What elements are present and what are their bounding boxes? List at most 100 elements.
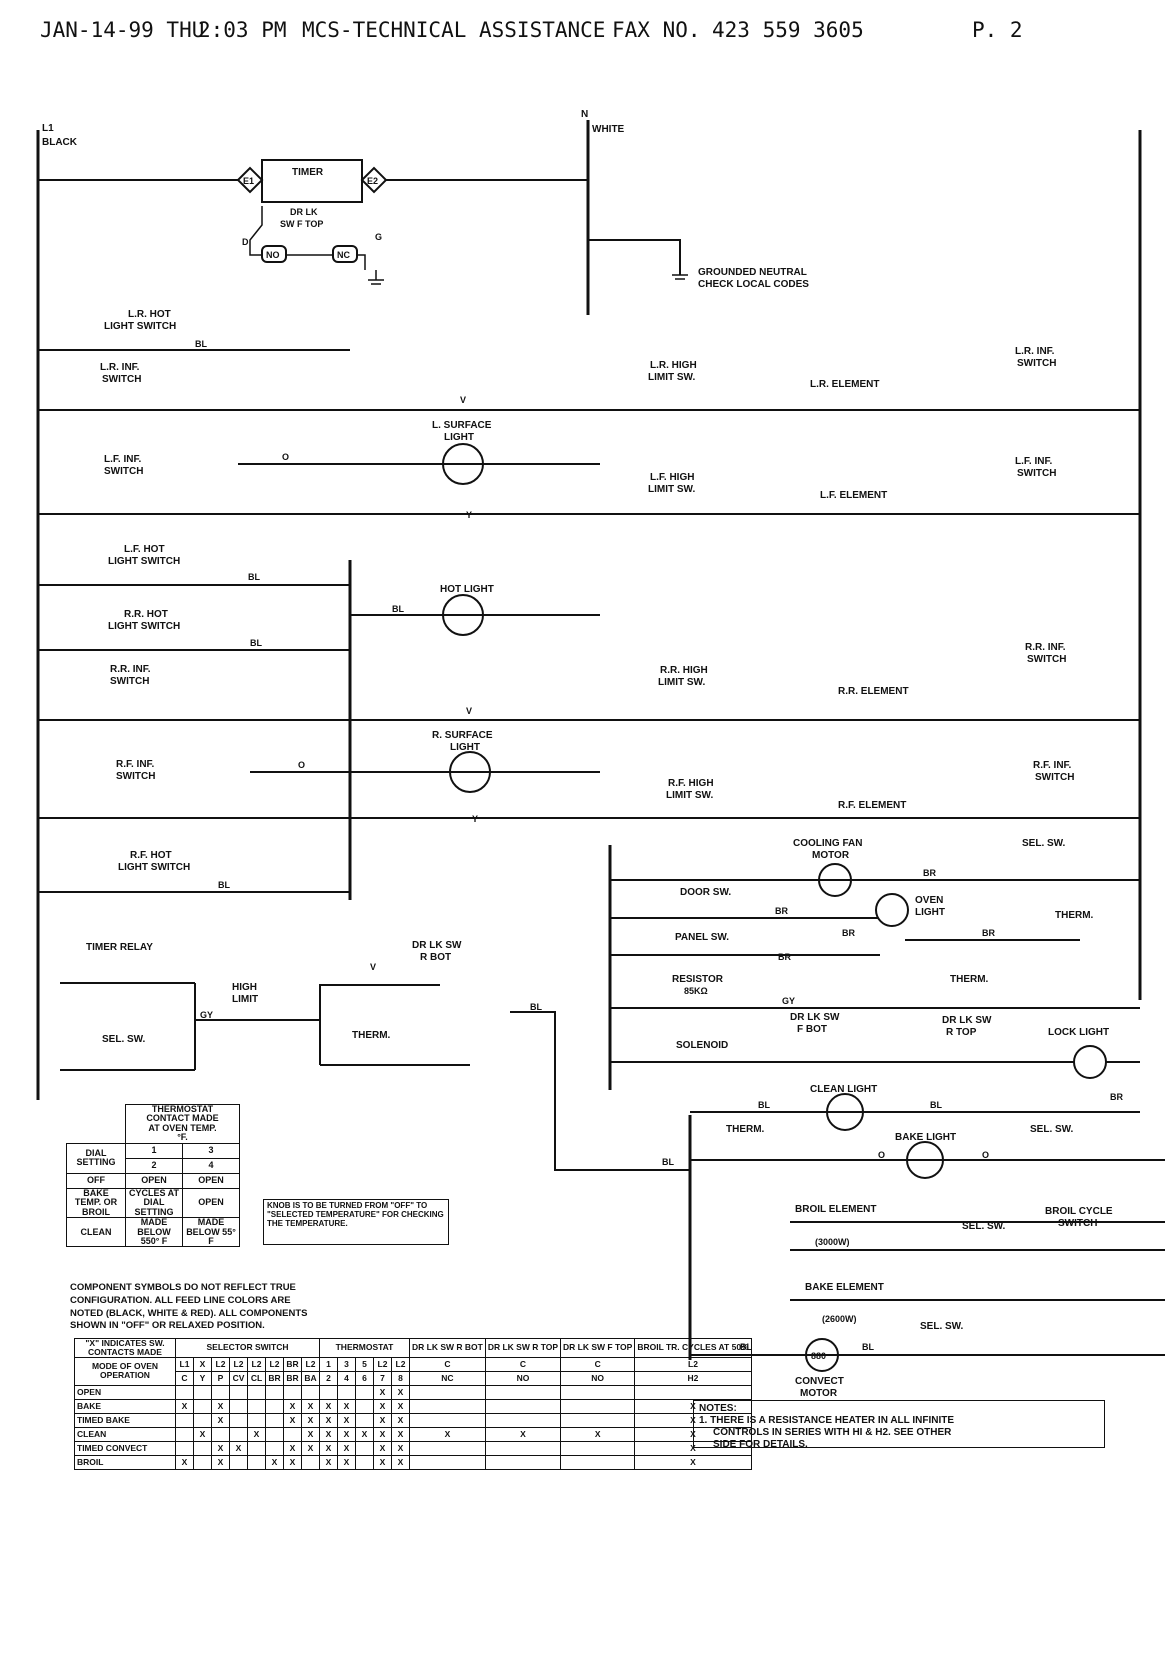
br-1: BR: [923, 868, 936, 878]
sel-bot: P: [211, 1370, 230, 1386]
bl-3: BL: [392, 604, 404, 614]
x-mark: X: [337, 1426, 356, 1442]
panel-sw-label: PANEL SW.: [675, 932, 729, 943]
x-mark: X: [193, 1426, 212, 1442]
mode-name: TIMED BAKE: [74, 1412, 176, 1428]
lf-element: L.F. ELEMENT: [820, 490, 887, 501]
broil-cycle-1: BROIL CYCLE: [1045, 1206, 1113, 1217]
x-mark: X: [175, 1398, 194, 1414]
x-mark: X: [391, 1384, 410, 1400]
sel-top: X: [193, 1356, 212, 1372]
drlk-rbot-header: DR LK SW R BOT: [409, 1338, 486, 1358]
x-mark: X: [391, 1412, 410, 1428]
sel-sw-bake-el: SEL. SW.: [920, 1321, 964, 1332]
selector-header: SELECTOR SWITCH: [175, 1338, 320, 1358]
high-limit-2: LIMIT: [232, 994, 258, 1005]
th-top: L2: [373, 1356, 392, 1372]
resistor-val: 85KΩ: [684, 986, 708, 996]
lr-hot-label-2: LIGHT SWITCH: [104, 321, 176, 332]
notes-title: NOTES:: [699, 1403, 737, 1414]
drk-top: C: [409, 1356, 486, 1372]
x-mark: X: [373, 1426, 392, 1442]
dr-lk-r-bot-1: DR LK SW: [412, 940, 462, 951]
th-top: 3: [337, 1356, 356, 1372]
x-mark: X: [319, 1426, 338, 1442]
ground-note-2: CHECK LOCAL CODES: [698, 279, 809, 290]
th-bot: 4: [337, 1370, 356, 1386]
lf-high-2: LIMIT SW.: [648, 484, 695, 495]
dr-lk-r-top-1: DR LK SW: [942, 1015, 992, 1026]
notes-line: 1. THERE IS A RESISTANCE HEATER IN ALL I…: [699, 1415, 955, 1426]
br-2: BR: [775, 906, 788, 916]
x-mark: X: [373, 1454, 392, 1470]
sel-sw-broil: SEL. SW.: [962, 1221, 1006, 1232]
nc-terminal: [332, 245, 358, 263]
n-color: WHITE: [592, 124, 625, 135]
v-3: V: [370, 962, 376, 972]
rr-hot-label-1: R.R. HOT: [124, 609, 168, 620]
thermostat-header: THERMOSTAT: [319, 1338, 410, 1358]
sel-bot: Y: [193, 1370, 212, 1386]
oven-light: [875, 893, 909, 927]
bl-6: BL: [530, 1002, 542, 1012]
rr-element: R.R. ELEMENT: [838, 686, 909, 697]
th-bot: 2: [319, 1370, 338, 1386]
bl-2: BL: [248, 572, 260, 582]
therm-label-4: THERM.: [726, 1124, 765, 1135]
drk-bot: H2: [634, 1370, 752, 1386]
bake-light-label: BAKE LIGHT: [895, 1132, 956, 1143]
x-mark: X: [409, 1426, 486, 1442]
drlk-rtop-header: DR LK SW R TOP: [484, 1338, 562, 1358]
e1-label: E1: [243, 176, 254, 186]
notes-box: NOTES: 1. THERE IS A RESISTANCE HEATER I…: [693, 1400, 1105, 1450]
sel-sw-bake: SEL. SW.: [1030, 1124, 1074, 1135]
door-sw-label: DOOR SW.: [680, 887, 731, 898]
x-mark: X: [319, 1454, 338, 1470]
therm-label-3: THERM.: [950, 974, 989, 985]
notes-line: CONTROLS IN SERIES WITH HI & H2. SEE OTH…: [713, 1427, 952, 1438]
sel-top: L2: [247, 1356, 266, 1372]
x-mark: X: [265, 1454, 284, 1470]
x-mark: X: [229, 1440, 248, 1456]
lock-light-label: LOCK LIGHT: [1048, 1027, 1109, 1038]
x-mark: X: [283, 1440, 302, 1456]
x-mark: X: [301, 1398, 320, 1414]
lock-light: [1073, 1045, 1107, 1079]
dr-lk-r-top-2: R TOP: [946, 1027, 977, 1038]
x-mark: X: [319, 1412, 338, 1428]
mode-name: OPEN: [74, 1384, 176, 1400]
sel-top: BR: [283, 1356, 302, 1372]
fax-number: 423 559 3605: [712, 18, 864, 42]
thermostat-note: KNOB IS TO BE TURNED FROM "OFF" TO "SELE…: [263, 1199, 449, 1245]
lr-element: L.R. ELEMENT: [810, 379, 879, 390]
contact-2: 2: [125, 1157, 183, 1174]
broil-cycle-header: BROIL TR. CYCLES AT 50%: [634, 1338, 752, 1358]
x-mark: X: [337, 1454, 356, 1470]
x-mark: X: [211, 1454, 230, 1470]
component-note-line: COMPONENT SYMBOLS DO NOT REFLECT TRUE: [70, 1282, 296, 1293]
thermo-header-4: °F.: [177, 1132, 188, 1143]
high-limit-1: HIGH: [232, 982, 257, 993]
sel-bot: CV: [229, 1370, 248, 1386]
gy-2: GY: [782, 996, 795, 1006]
notes-line: SIDE FOR DETAILS.: [713, 1439, 808, 1450]
x-mark: X: [283, 1398, 302, 1414]
contact-4: 4: [182, 1157, 240, 1174]
rr-hot-label-2: LIGHT SWITCH: [108, 621, 180, 632]
contact-1: 1: [125, 1142, 183, 1159]
drk-bot: NC: [409, 1370, 486, 1386]
dr-lk-f-bot-1: DR LK SW: [790, 1012, 840, 1023]
o-1: O: [282, 452, 289, 462]
rr-inf-r-1: R.R. INF.: [1025, 642, 1066, 653]
lr-inf-r-2: SWITCH: [1017, 358, 1056, 369]
x-mark: X: [283, 1412, 302, 1428]
thermo-clean-c1: MADE BELOW 550° F: [125, 1217, 183, 1248]
rf-inf-r-1: R.F. INF.: [1033, 760, 1072, 771]
therm-label-2: THERM.: [1055, 910, 1094, 921]
x-mark: X: [391, 1440, 410, 1456]
component-note-line: NOTED (BLACK, WHITE & RED). ALL COMPONEN…: [70, 1307, 308, 1319]
ground-symbol: [368, 270, 384, 285]
rf-hot-label-2: LIGHT SWITCH: [118, 862, 190, 873]
